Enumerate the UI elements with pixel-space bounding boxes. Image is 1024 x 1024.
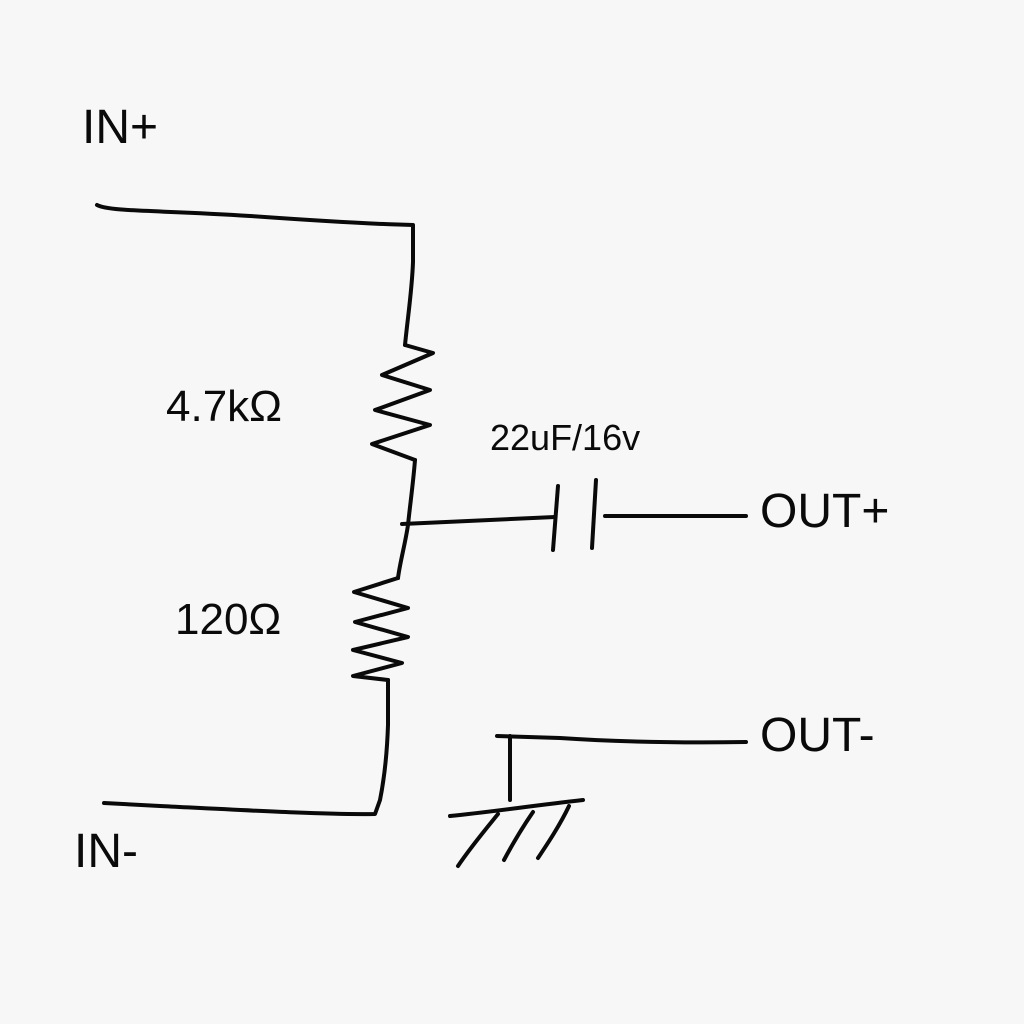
capacitor-plate-right bbox=[590, 478, 598, 550]
label-resistor-bottom: 120Ω bbox=[175, 595, 282, 644]
label-out-minus: OUT- bbox=[760, 709, 875, 762]
wire-junction bbox=[396, 458, 417, 580]
ground-hatch-1 bbox=[456, 812, 500, 868]
wire-to-capacitor bbox=[400, 515, 557, 526]
ground-hatch-3 bbox=[536, 804, 571, 860]
label-in-plus: IN+ bbox=[82, 101, 159, 154]
ground-bar bbox=[448, 798, 585, 818]
label-resistor-top: 4.7kΩ bbox=[166, 382, 283, 431]
capacitor-plate-left bbox=[551, 484, 560, 552]
wire-in-plus bbox=[95, 203, 415, 347]
resistor-bottom-zigzag bbox=[351, 576, 410, 682]
ground-hatch-2 bbox=[502, 810, 535, 862]
wire-out-minus bbox=[495, 734, 748, 745]
label-in-minus: IN- bbox=[74, 825, 138, 878]
wire-in-minus bbox=[102, 678, 390, 817]
label-capacitor: 22uF/16v bbox=[490, 417, 641, 458]
label-out-plus: OUT+ bbox=[760, 485, 890, 538]
resistor-top-zigzag bbox=[370, 343, 435, 462]
